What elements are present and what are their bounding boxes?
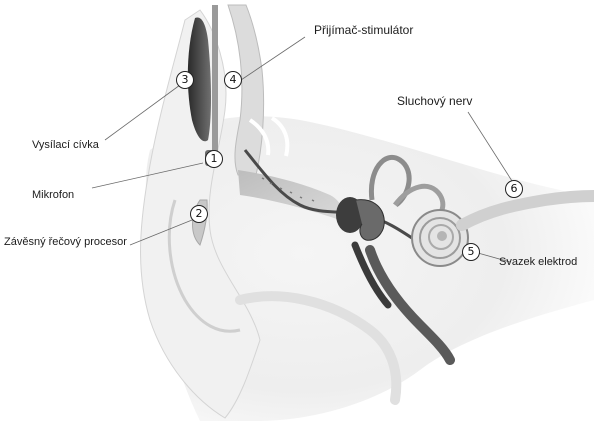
callout-number-2: 2: [190, 205, 208, 223]
label-receiver-stimulator: Přijímač-stimulátor: [314, 24, 413, 36]
label-speech-processor: Závěsný řečový procesor: [4, 237, 127, 248]
label-transmitter-coil: Vysílací cívka: [32, 140, 99, 151]
callout-number-5: 5: [462, 243, 480, 261]
label-electrode-array: Svazek elektrod: [499, 257, 577, 268]
label-auditory-nerve: Sluchový nerv: [397, 95, 472, 107]
callout-number-6: 6: [505, 180, 523, 198]
cochlea: [412, 210, 468, 266]
callout-number-3: 3: [176, 71, 194, 89]
transmitter-cable: [212, 5, 218, 155]
callout-number-1: 1: [205, 150, 223, 168]
label-microphone: Mikrofon: [32, 190, 74, 201]
callout-number-4: 4: [224, 71, 242, 89]
